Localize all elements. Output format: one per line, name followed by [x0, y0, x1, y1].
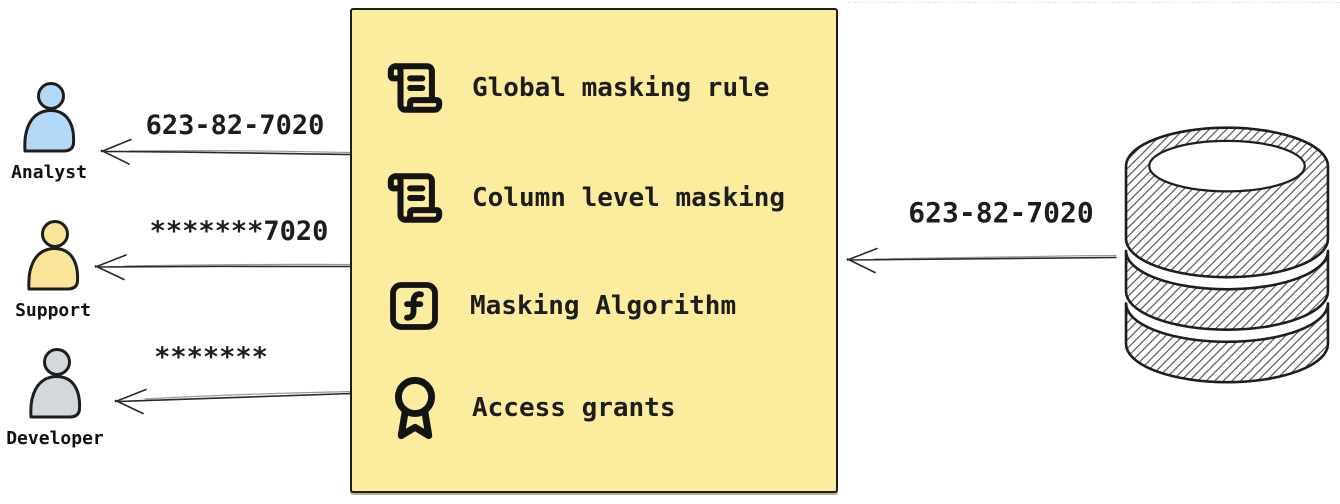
- user-icon: [23, 82, 76, 153]
- function-square-icon: [390, 282, 438, 330]
- masking-rules-box: Global masking rule Column level masking…: [350, 8, 838, 493]
- developer-flow-value: *******: [154, 342, 268, 373]
- frame-edge-line: [848, 2, 1340, 3]
- arrow-to-developer: [114, 388, 353, 415]
- persona-support: Support: [0, 220, 108, 321]
- masking-box-item-label: Global masking rule: [472, 73, 770, 103]
- user-icon: [29, 348, 82, 419]
- persona-label: Support: [15, 300, 91, 321]
- database-icon: [1124, 126, 1330, 384]
- scroll-text-icon: [387, 173, 443, 223]
- user-icon: [27, 220, 80, 291]
- scroll-text-icon: [387, 63, 443, 113]
- masking-box-item-label: Masking Algorithm: [470, 291, 737, 321]
- masking-box-item: Masking Algorithm: [386, 276, 736, 336]
- persona-analyst: Analyst: [0, 82, 104, 183]
- persona-label: Developer: [6, 428, 104, 449]
- analyst-flow-value: 623-82-7020: [145, 110, 325, 141]
- persona-developer: Developer: [0, 348, 110, 449]
- masking-box-item-label: Access grants: [472, 393, 676, 423]
- arrow-to-analyst: [100, 138, 353, 165]
- award-icon: [394, 376, 436, 440]
- masking-box-item: Global masking rule: [386, 58, 769, 118]
- masking-box-item: Column level masking: [386, 168, 785, 228]
- masking-box-item: Access grants: [386, 376, 676, 440]
- arrow-db-to-box: [846, 247, 1117, 274]
- persona-label: Analyst: [11, 162, 87, 183]
- arrow-to-support: [94, 254, 353, 281]
- masking-box-item-label: Column level masking: [472, 183, 786, 213]
- support-flow-value: *******7020: [149, 216, 329, 247]
- database-flow-value: 623-82-7020: [908, 196, 1094, 229]
